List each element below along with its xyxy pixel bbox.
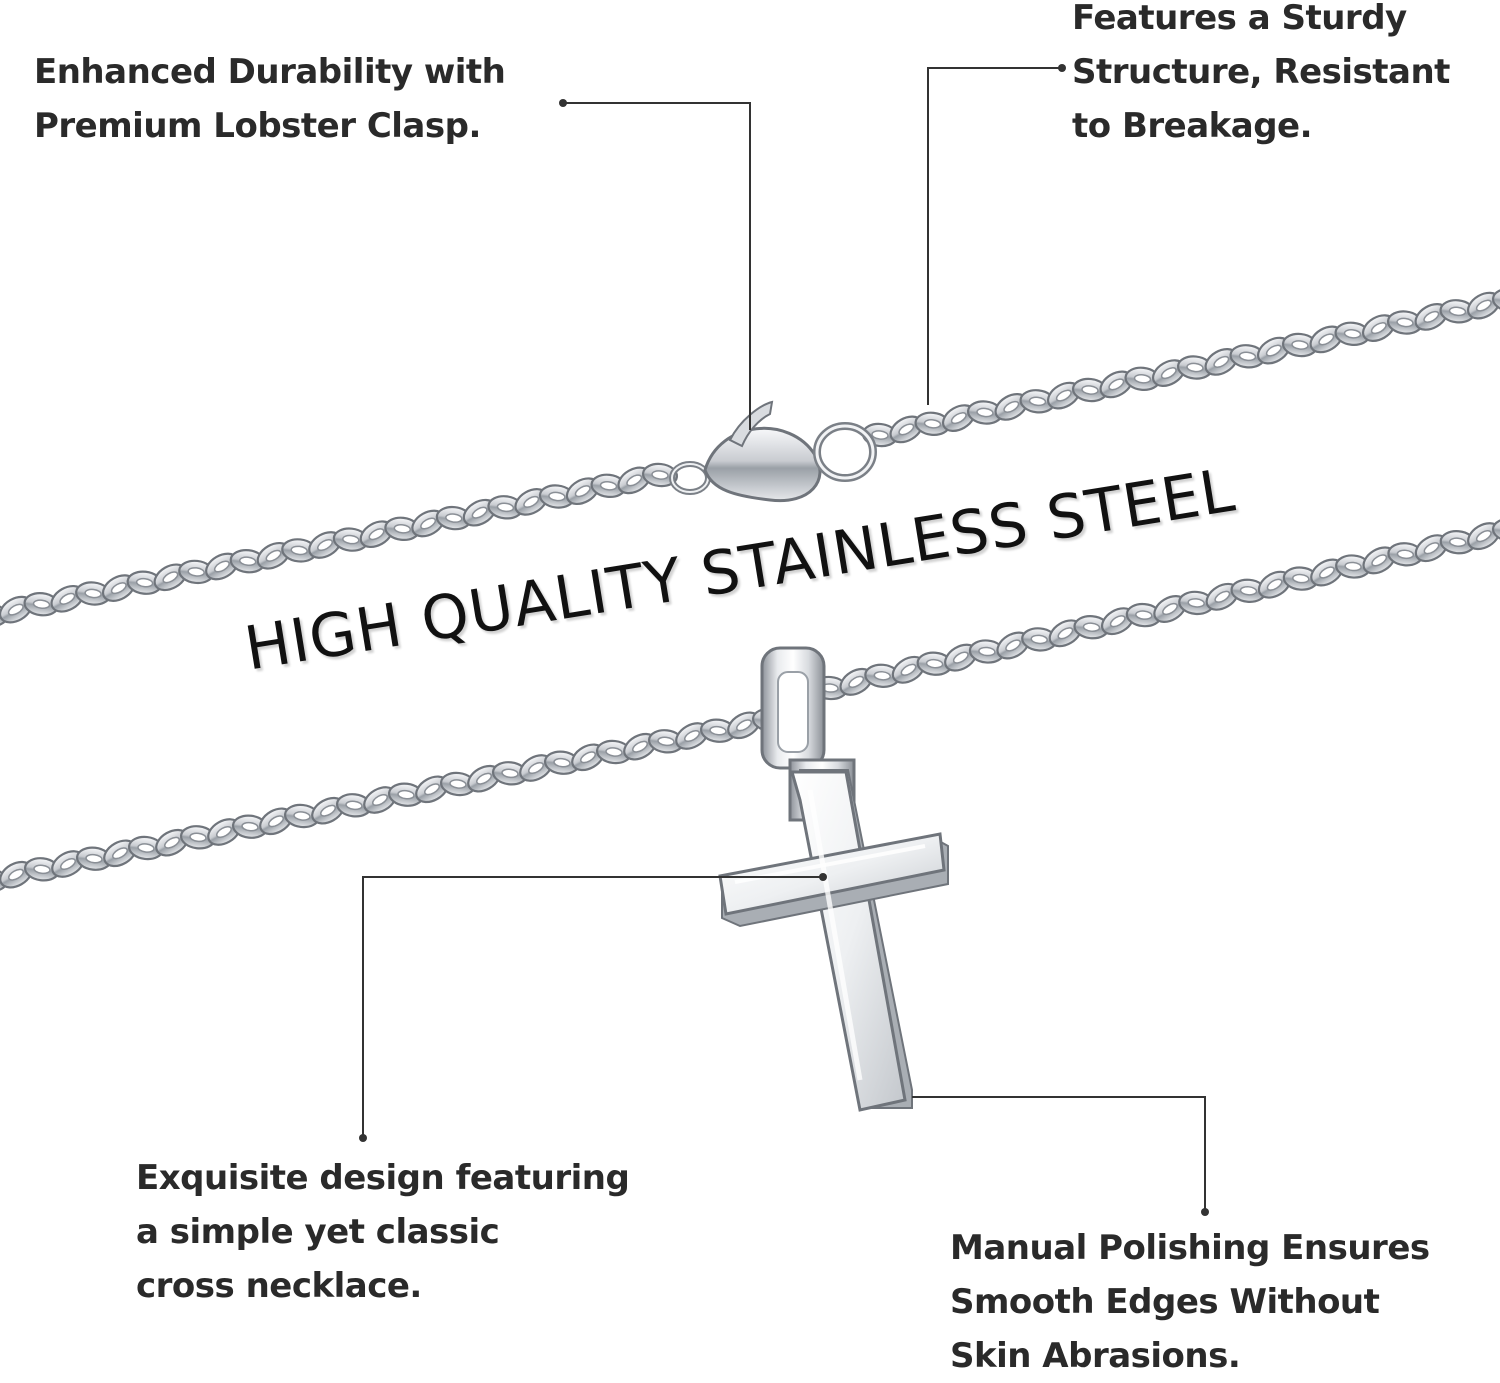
- callout-line: Enhanced Durability with: [34, 52, 506, 92]
- callout-lobster-clasp: Enhanced Durability with Premium Lobster…: [34, 45, 506, 153]
- callout-line: Skin Abrasions.: [950, 1336, 1241, 1376]
- callout-line: Features a Sturdy: [1072, 0, 1407, 38]
- callout-line: a simple yet classic: [136, 1212, 500, 1252]
- cross-pendant-icon: [718, 646, 949, 1112]
- callout-line: to Breakage.: [1072, 106, 1313, 146]
- leader-dots: [359, 64, 1209, 1216]
- callout-manual-polishing: Manual Polishing Ensures Smooth Edges Wi…: [950, 1221, 1430, 1383]
- callout-exquisite-design: Exquisite design featuring a simple yet …: [136, 1151, 630, 1313]
- curb-chain-icon: [860, 286, 1500, 449]
- lobster-clasp-icon: [669, 400, 877, 503]
- callout-line: Smooth Edges Without: [950, 1282, 1380, 1322]
- callout-line: Exquisite design featuring: [136, 1158, 630, 1198]
- callout-line: cross necklace.: [136, 1266, 422, 1306]
- leader-lines: [362, 67, 1206, 1212]
- curb-chain-icon: [0, 706, 790, 894]
- callout-line: Structure, Resistant: [1072, 52, 1450, 92]
- callout-sturdy-structure: Features a Sturdy Structure, Resistant t…: [1072, 0, 1450, 153]
- callout-line: Premium Lobster Clasp.: [34, 106, 481, 146]
- callout-line: Manual Polishing Ensures: [950, 1228, 1430, 1268]
